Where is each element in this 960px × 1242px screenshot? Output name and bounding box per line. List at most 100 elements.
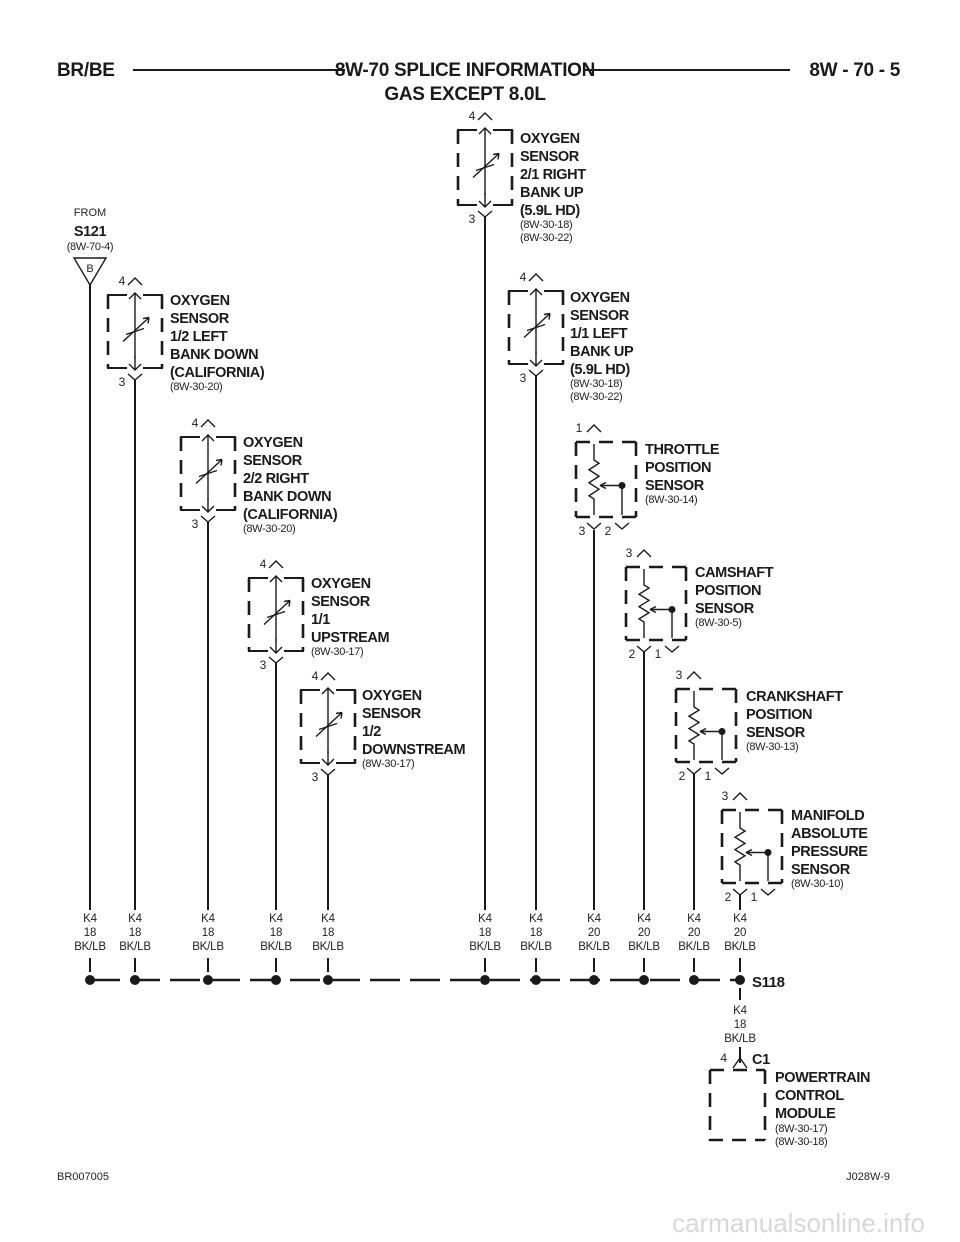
variable-arrow-icon [523,312,551,339]
pin-top-icon [477,112,493,121]
splice-bus: S118 [90,974,785,991]
resistor-icon [637,569,651,638]
wire-color: BK/LB [469,941,501,953]
header-subtitle: GAS EXCEPT 8.0L [384,84,546,105]
sensor-ref: (8W-30-5) [695,617,742,629]
terminal-top-icon [321,687,335,700]
wire-color: BK/LB [119,941,151,953]
pin-top-label: 1 [576,421,583,435]
sensor-label-line: OXYGEN [362,688,422,704]
wire-gauge: 20 [688,927,700,939]
sensor-label-line: 1/2 [362,724,381,740]
pin-bottom2-label: 1 [705,769,712,783]
terminal-bottom-icon [478,193,492,208]
header-page-number: 8W - 70 - 5 [809,60,900,81]
pcm-label-2: CONTROL [775,1088,844,1104]
sensor-label-line: SENSOR [243,453,303,469]
sensor-label-line: BANK UP [520,185,584,201]
wire-gauge: 20 [638,927,650,939]
splice-dot [480,975,490,985]
variable-arrow-icon [472,152,500,179]
pin-top-icon [586,424,602,433]
sensor-label-line: OXYGEN [520,131,580,147]
wire-circuit: K4 [687,913,701,925]
wires-layer: K418BK/LBK418BK/LBK418BK/LBK418BK/LBK418… [74,217,757,985]
sensor-label-line: SENSOR [645,478,705,494]
wire-color: BK/LB [628,941,660,953]
sensor-label-line: 1/1 [311,612,330,628]
pin-top-icon [127,277,143,286]
wire-circuit: K4 [529,913,543,925]
wire-gauge: 20 [588,927,600,939]
wire-color: BK/LB [312,941,344,953]
pin-top-icon [686,671,702,680]
sensor-label-line: BANK DOWN [170,347,258,363]
sensor-label-line: DOWNSTREAM [362,742,465,758]
wire-circuit: K4 [83,913,97,925]
wire-gauge: 18 [84,927,96,939]
pin-top-icon [528,273,544,282]
wiper-icon [650,608,673,638]
terminal-top-icon [529,288,543,301]
sensor-ref: (8W-30-22) [570,391,622,403]
wire-color: BK/LB [520,941,552,953]
pin-bottom-label: 3 [192,517,199,531]
pin-bottom2-label: 2 [605,524,612,538]
sensor-label-line: SENSOR [746,725,806,741]
pcm-label-3: MODULE [775,1106,836,1122]
pin-bottom-label: 3 [520,371,527,385]
terminal-top-icon [269,575,283,588]
wire-color: BK/LB [74,941,106,953]
resistor-icon [733,812,747,881]
wire-circuit: K4 [733,913,747,925]
splice-dot [323,975,333,985]
terminal-top-icon [201,434,215,447]
sensor-ref: (8W-30-17) [362,758,414,770]
sensor-label-line: POSITION [746,707,812,723]
sensor-label-line: POSITION [645,460,711,476]
pin-bottom-icon [636,645,652,653]
pin-top-label: 4 [469,109,476,123]
pin-top-label: 4 [192,416,199,430]
source-splice-label: S121 [74,224,107,240]
footer-right: J028W-9 [846,1171,890,1183]
wire-gauge: 18 [530,927,542,939]
output-wire-gauge: 18 [734,1019,746,1031]
from-label: FROM [74,207,106,219]
sensor-ref: (8W-30-17) [311,646,363,658]
wire-gauge: 18 [129,927,141,939]
pin-bottom-icon [586,522,602,530]
wire-circuit: K4 [128,913,142,925]
wire-circuit: K4 [269,913,283,925]
wiper-icon [746,851,769,881]
sensor-ref: (8W-30-22) [520,232,572,244]
wire-color: BK/LB [192,941,224,953]
terminal-bottom-icon [201,498,215,513]
sensor-label-line: (5.9L HD) [570,362,630,378]
sensor-ref: (8W-30-20) [243,523,295,535]
pin-top-icon [200,419,216,428]
pcm-ref-2: (8W-30-18) [775,1136,827,1148]
sensor-ref: (8W-30-13) [746,741,798,753]
wire-gauge: 20 [734,927,746,939]
wire-gauge: 18 [479,927,491,939]
sensor-label-line: ABSOLUTE [791,826,868,842]
header-left: BR/BE [57,60,115,81]
pin-bottom-label: 2 [629,647,636,661]
pin-bottom-icon [200,515,216,523]
pin-top-label: 4 [312,669,319,683]
sensor-label-line: OXYGEN [170,293,230,309]
source-splice-s121: FROM S121 (8W-70-4) B [67,207,114,287]
